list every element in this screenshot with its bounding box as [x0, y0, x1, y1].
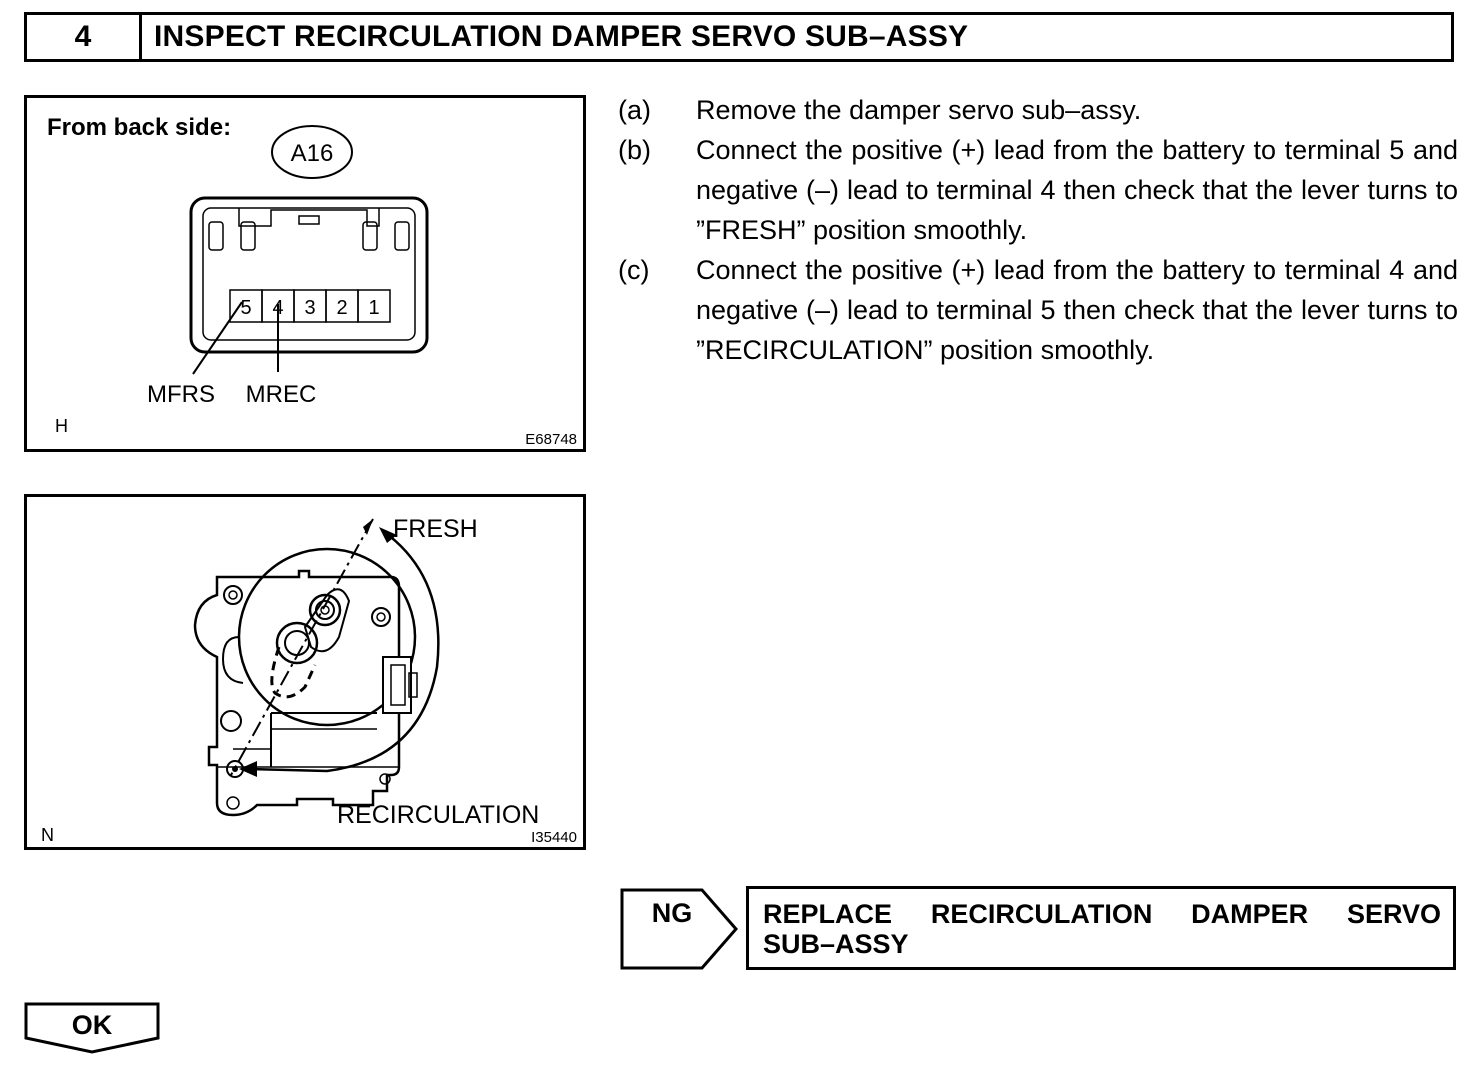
ok-label: OK: [71, 1010, 113, 1040]
fresh-label: FRESH: [393, 515, 478, 543]
recirculation-label: RECIRCULATION: [337, 801, 539, 829]
corner-letter: N: [41, 825, 54, 845]
mount-hole-tr: [371, 607, 391, 627]
connector-id-ellipse: [271, 125, 353, 179]
terminal-2: 2: [336, 297, 347, 319]
from-back-side-caption: From back side:: [47, 114, 231, 141]
servo-housing: [193, 569, 401, 817]
right-notch: [394, 221, 410, 251]
step-header: 4 INSPECT RECIRCULATION DAMPER SERVO SUB…: [24, 12, 1454, 62]
connector-figure: From back side: A16 5 4 3 2 1 MFRS: [24, 95, 586, 452]
ng-action-line1: REPLACE RECIRCULATION DAMPER SERVO: [763, 899, 1441, 929]
right-keyway: [362, 221, 378, 251]
latch-tab: [298, 215, 320, 225]
ng-action-box: REPLACE RECIRCULATION DAMPER SERVO SUB–A…: [746, 886, 1456, 970]
step-letter: (c): [618, 255, 650, 285]
mount-hole-l: [220, 710, 242, 732]
ng-result-arrow: NG: [620, 888, 740, 970]
mfrs-leader: [192, 301, 243, 375]
step-letter: (b): [618, 135, 651, 165]
arc-arrow-recirc: [239, 761, 257, 777]
terminal-3: 3: [304, 297, 315, 319]
instruction-step-a: (a) Remove the damper servo sub–assy.: [618, 90, 1458, 130]
ok-arrow-shape: [24, 1002, 160, 1054]
step-letter: (a): [618, 95, 651, 125]
instruction-step-c: (c) Connect the positive (+) lead from t…: [618, 250, 1458, 370]
ng-label: NG: [651, 898, 693, 928]
left-keyway: [240, 221, 256, 251]
damper-servo-diagram: FRESH RECIRCULATION N I35440: [41, 515, 577, 846]
arc-arrow-fresh: [379, 527, 397, 543]
ng-arrow-shape: [620, 888, 738, 970]
mount-hole-br: [379, 773, 391, 785]
ok-result-arrow: OK: [24, 1002, 162, 1056]
left-notch: [208, 221, 224, 251]
step-text: Remove the damper servo sub–assy.: [696, 95, 1142, 125]
servo-connector: [382, 656, 412, 714]
step-text: Connect the positive (+) lead from the b…: [696, 135, 1458, 245]
instruction-list: (a) Remove the damper servo sub–assy. (b…: [618, 90, 1458, 370]
terminal-1: 1: [368, 297, 379, 319]
step-number: 4: [27, 15, 142, 59]
terminal-cell-1: [357, 289, 391, 323]
lever-axis-line: [230, 518, 374, 776]
damper-servo-figure: FRESH RECIRCULATION N I35440: [24, 494, 586, 850]
connector-diagram: From back side: A16 5 4 3 2 1 MFRS: [47, 114, 577, 448]
mrec-label: MREC: [246, 381, 317, 408]
mfrs-label: MFRS: [147, 381, 215, 408]
ng-action-line2: SUB–ASSY: [763, 929, 909, 959]
terminal-5: 5: [240, 297, 251, 319]
mount-hole-bl: [226, 796, 240, 810]
figure-code: I35440: [531, 829, 577, 846]
terminal-row: 5 4 3 2 1: [229, 289, 391, 323]
mount-hole-tl: [223, 585, 243, 605]
step-text: Connect the positive (+) lead from the b…: [696, 255, 1458, 365]
instruction-step-b: (b) Connect the positive (+) lead from t…: [618, 130, 1458, 250]
step-title: INSPECT RECIRCULATION DAMPER SERVO SUB–A…: [154, 20, 969, 53]
connector-id-label: A16: [291, 140, 334, 167]
connector-body: [189, 196, 429, 354]
corner-letter: H: [55, 416, 68, 436]
figure-code: E68748: [525, 431, 577, 448]
swing-arc: [248, 529, 440, 773]
connector-inner: [202, 207, 416, 341]
